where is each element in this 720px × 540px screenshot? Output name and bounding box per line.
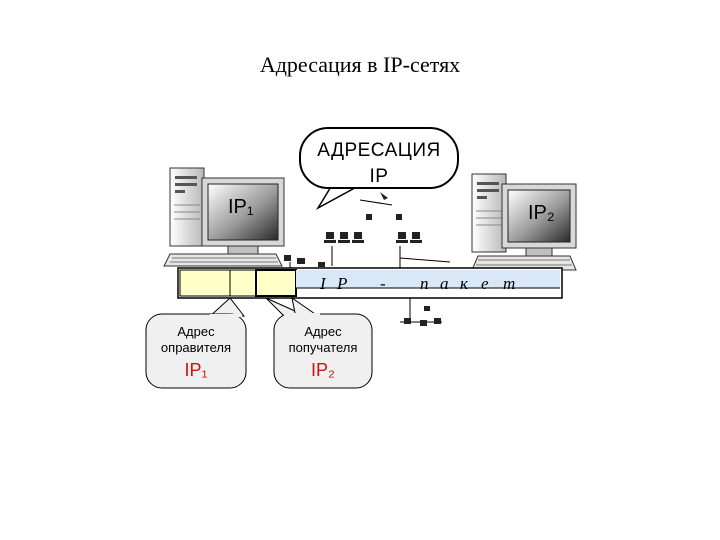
- sender-bubble-text: Адрес оправителя IP₁: [146, 324, 246, 381]
- page-title: Адресация в IP-сетях: [259, 52, 461, 77]
- ip-label: IP: [369, 166, 389, 187]
- packet-char: -: [380, 274, 386, 293]
- packet-char: к: [460, 274, 468, 293]
- addressing-bubble: [299, 127, 459, 211]
- sender-address-bubble: [145, 297, 247, 389]
- packet-char: I: [320, 274, 326, 293]
- receiver-bubble-text: Адрес попучателя IP₂: [274, 324, 372, 381]
- packet-char: е: [481, 274, 489, 293]
- packet-char: т: [503, 274, 516, 293]
- sender-line1: Адрес: [177, 324, 215, 339]
- computer-left-label: IP₁: [228, 196, 254, 218]
- small-terminals: [284, 192, 441, 326]
- sender-ip: IP₁: [184, 360, 208, 380]
- addressing-label: АДРЕСАЦИЯ: [317, 140, 441, 161]
- receiver-ip: IP₂: [311, 360, 335, 380]
- computer-right: [471, 173, 577, 271]
- sender-line2: оправителя: [160, 340, 232, 355]
- receiver-line1: Адрес: [304, 324, 342, 339]
- packet-char: п: [420, 274, 429, 293]
- receiver-line2: попучателя: [288, 340, 358, 355]
- receiver-address-bubble: [265, 296, 373, 389]
- addressing-bubble-text: АДРЕСАЦИЯ IP: [300, 138, 458, 190]
- computer-right-label: IP₂: [528, 202, 555, 224]
- computer-left: [163, 167, 285, 267]
- packet-char: P: [337, 274, 348, 293]
- ip-packet: [177, 267, 563, 299]
- packet-char: а: [440, 274, 449, 293]
